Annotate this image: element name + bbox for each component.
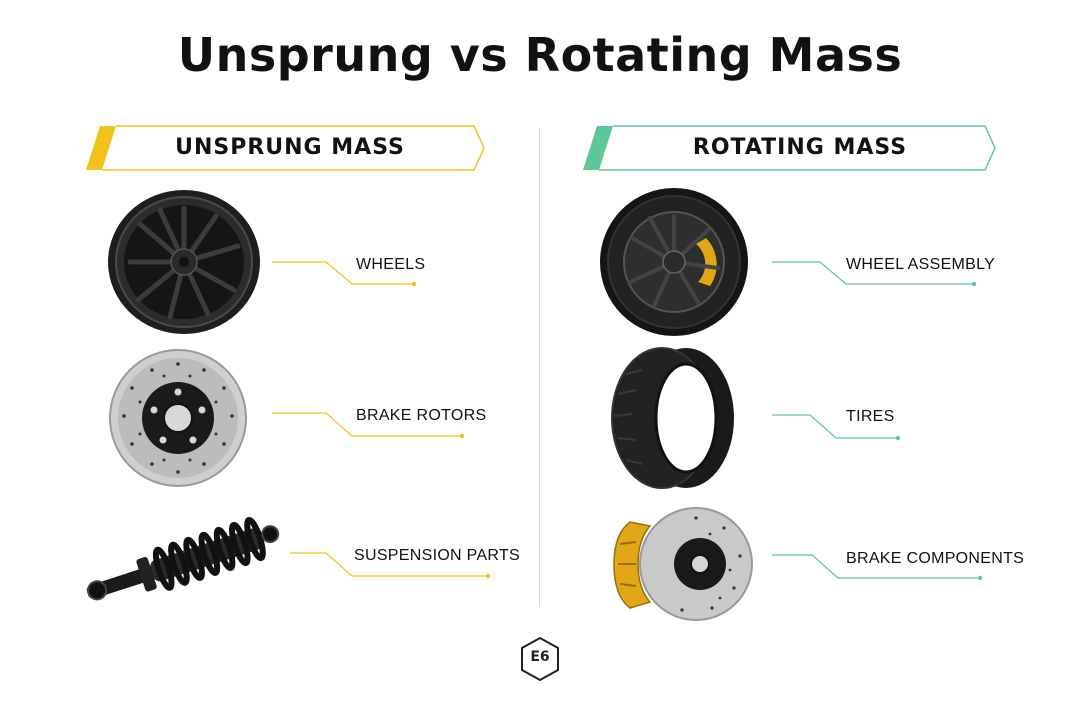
banner-frame-icon — [583, 125, 996, 171]
brake-rotor-icon — [109, 349, 247, 487]
rotating-mass-heading-banner: ROTATING MASS — [583, 124, 997, 172]
wheel-assembly-leader-line — [772, 261, 977, 287]
wheels-leader-line — [272, 261, 417, 287]
brake-components-leader-line — [772, 554, 983, 581]
wheel-assembly-icon — [600, 188, 748, 336]
tires-label: TIRES — [846, 408, 895, 425]
brake-rotors-label: BRAKE ROTORS — [356, 407, 487, 424]
unsprung-mass-heading-banner: UNSPRUNG MASS — [86, 124, 485, 172]
page-title: Unsprung vs Rotating Mass — [177, 28, 903, 82]
hexagon-logo-icon — [521, 636, 559, 682]
brand-logo: E6 — [519, 636, 561, 682]
logo-text: E6 — [530, 649, 550, 665]
wheels-label: WHEELS — [356, 256, 426, 273]
column-divider — [539, 128, 540, 606]
suspension-parts-leader-line — [290, 552, 491, 579]
tires-leader-line — [772, 414, 901, 441]
wheel-assembly-label: WHEEL ASSEMBLY — [846, 256, 996, 273]
brake-components-label: BRAKE COMPONENTS — [846, 550, 1025, 567]
brake-rotors-leader-line — [272, 412, 465, 439]
wheel-icon — [108, 190, 260, 334]
brake-caliper-rotor-icon — [613, 507, 753, 621]
tire-icon — [611, 347, 734, 489]
shock-absorber-icon — [86, 516, 280, 601]
suspension-parts-label: SUSPENSION PARTS — [354, 547, 521, 564]
rotating-mass-heading: ROTATING MASS — [692, 135, 908, 160]
banner-frame-icon — [86, 125, 485, 171]
unsprung-mass-heading: UNSPRUNG MASS — [175, 135, 405, 160]
